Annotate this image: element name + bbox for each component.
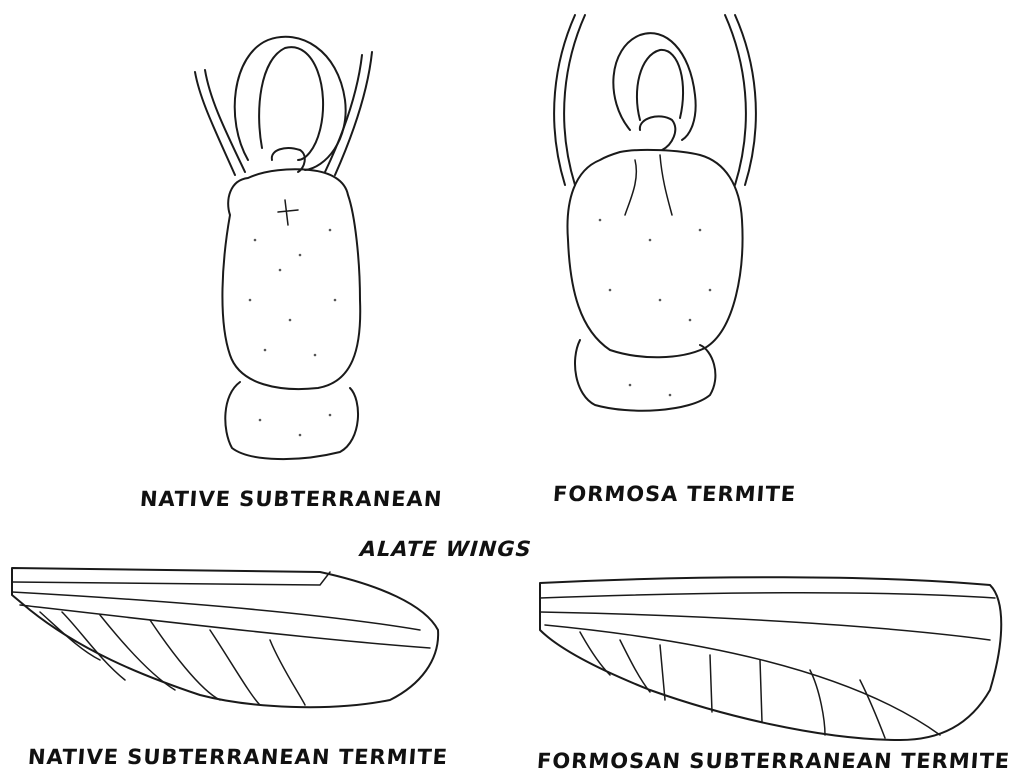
native-wing-drawing bbox=[12, 568, 438, 707]
formosan-subterranean-wing-label: FORMOSAN SUBTERRANEAN TERMITE bbox=[536, 749, 1011, 773]
native-soldier-head-drawing bbox=[195, 37, 372, 459]
native-subterranean-wing-label: NATIVE SUBTERRANEAN TERMITE bbox=[27, 745, 449, 769]
formosan-soldier-head-drawing bbox=[554, 15, 756, 411]
alate-wings-heading: ALATE WINGS bbox=[359, 537, 532, 561]
native-subterranean-head-label: NATIVE SUBTERRANEAN bbox=[139, 487, 443, 511]
formosa-termite-head-label: FORMOSA TERMITE bbox=[552, 482, 797, 506]
formosan-wing-drawing bbox=[540, 577, 1001, 740]
